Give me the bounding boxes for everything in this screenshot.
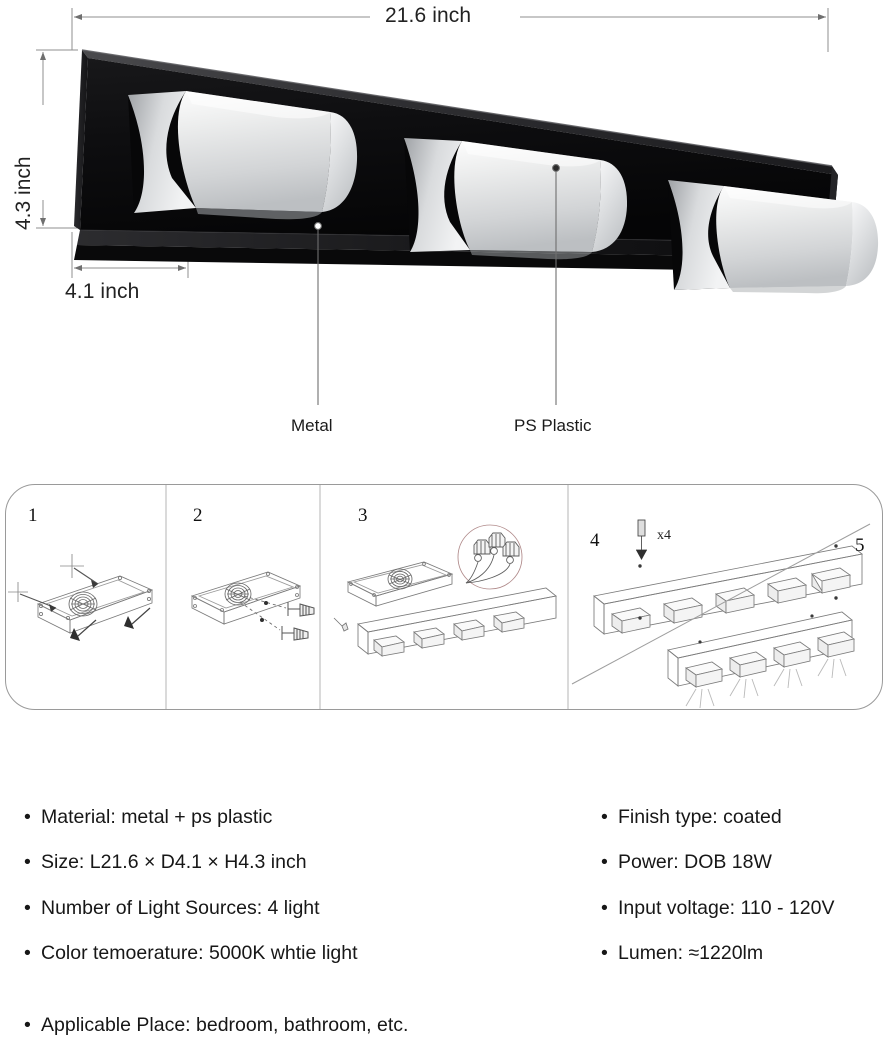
spec-item-power: • Power: DOB 18W xyxy=(601,850,886,874)
spec-text: Applicable Place: bedroom, bathroom, etc… xyxy=(41,1013,409,1036)
bullet-icon: • xyxy=(601,851,608,874)
spec-text: Number of Light Sources: 4 light xyxy=(41,896,320,919)
bullet-icon: • xyxy=(24,896,31,919)
lamp-shade-2 xyxy=(404,138,628,260)
bullet-icon: • xyxy=(601,942,608,965)
spec-text: Size: L21.6 × D4.1 × H4.3 inch xyxy=(41,851,307,874)
step-3-fixture xyxy=(333,587,557,657)
step-number-3: 3 xyxy=(358,505,368,526)
lamp-shade-3 xyxy=(668,180,879,294)
spec-text: Color temoerature: 5000K whtie light xyxy=(41,942,358,965)
step-number-2: 2 xyxy=(193,505,203,526)
step-5-fixture xyxy=(667,611,856,688)
callout-anchor-dots xyxy=(314,164,560,230)
bullet-icon: • xyxy=(24,1013,31,1036)
step-2-diagram xyxy=(190,571,315,641)
spec-item-applicable-place: • Applicable Place: bedroom, bathroom, e… xyxy=(24,1013,584,1037)
screw-count-label: x4 xyxy=(657,528,671,543)
hero-product-section: 21.6 inch 4.3 inch 4.1 inch Metal PS Pla… xyxy=(0,0,890,470)
dimension-length-label: 21.6 inch xyxy=(385,4,472,27)
dimension-arrowheads xyxy=(40,14,826,271)
spec-item-lumen: • Lumen: ≈1220lm xyxy=(601,941,886,965)
spec-column-right: • Finish type: coated • Power: DOB 18W •… xyxy=(601,718,886,966)
installation-diagrams xyxy=(8,485,871,709)
bullet-icon: • xyxy=(24,942,31,965)
specifications-section: • Material: metal + ps plastic • Size: L… xyxy=(0,718,890,1036)
spec-text: Power: DOB 18W xyxy=(618,851,772,874)
spec-item-input-voltage: • Input voltage: 110 - 120V xyxy=(601,896,886,920)
spec-item-light-sources: • Number of Light Sources: 4 light xyxy=(24,896,584,920)
spec-text: Input voltage: 110 - 120V xyxy=(618,896,835,919)
product-render-illustration xyxy=(36,8,879,405)
bullet-icon: • xyxy=(24,851,31,874)
spec-item-finish-type: • Finish type: coated xyxy=(601,805,886,829)
wall-anchor-screws xyxy=(281,602,315,641)
spec-column-left: • Material: metal + ps plastic • Size: L… xyxy=(24,718,584,1037)
dimension-height-label: 4.3 inch xyxy=(12,156,35,230)
screwdriver-icon xyxy=(636,519,647,560)
bullet-icon: • xyxy=(601,806,608,828)
dimension-depth-label: 4.1 inch xyxy=(65,280,140,303)
light-rays xyxy=(685,658,847,709)
bullet-icon: • xyxy=(601,896,608,919)
step-5-diagram xyxy=(667,611,856,709)
step-number-5: 5 xyxy=(855,535,865,556)
step-number-1: 1 xyxy=(28,505,38,526)
lamp-shade-1 xyxy=(128,91,358,220)
callout-plastic-label: PS Plastic xyxy=(514,416,592,435)
spec-text: Finish type: coated xyxy=(618,806,782,828)
callout-metal-label: Metal xyxy=(291,416,333,435)
spec-item-color-temperature: • Color temoerature: 5000K whtie light xyxy=(24,941,584,965)
spec-text: Material: metal + ps plastic xyxy=(41,806,273,828)
step-4-diagram xyxy=(571,519,871,685)
bullet-icon: • xyxy=(24,806,31,828)
spec-item-material: • Material: metal + ps plastic xyxy=(24,805,584,829)
step-4-fixture xyxy=(593,544,863,635)
step-number-4: 4 xyxy=(590,530,600,551)
spec-item-size: • Size: L21.6 × D4.1 × H4.3 inch xyxy=(24,850,584,874)
step-1-diagram xyxy=(8,554,154,641)
step-3-diagram xyxy=(333,524,557,657)
spec-text: Lumen: ≈1220lm xyxy=(618,942,764,965)
callout-leaders xyxy=(317,168,557,405)
wiring-diagram-inset xyxy=(457,524,523,590)
